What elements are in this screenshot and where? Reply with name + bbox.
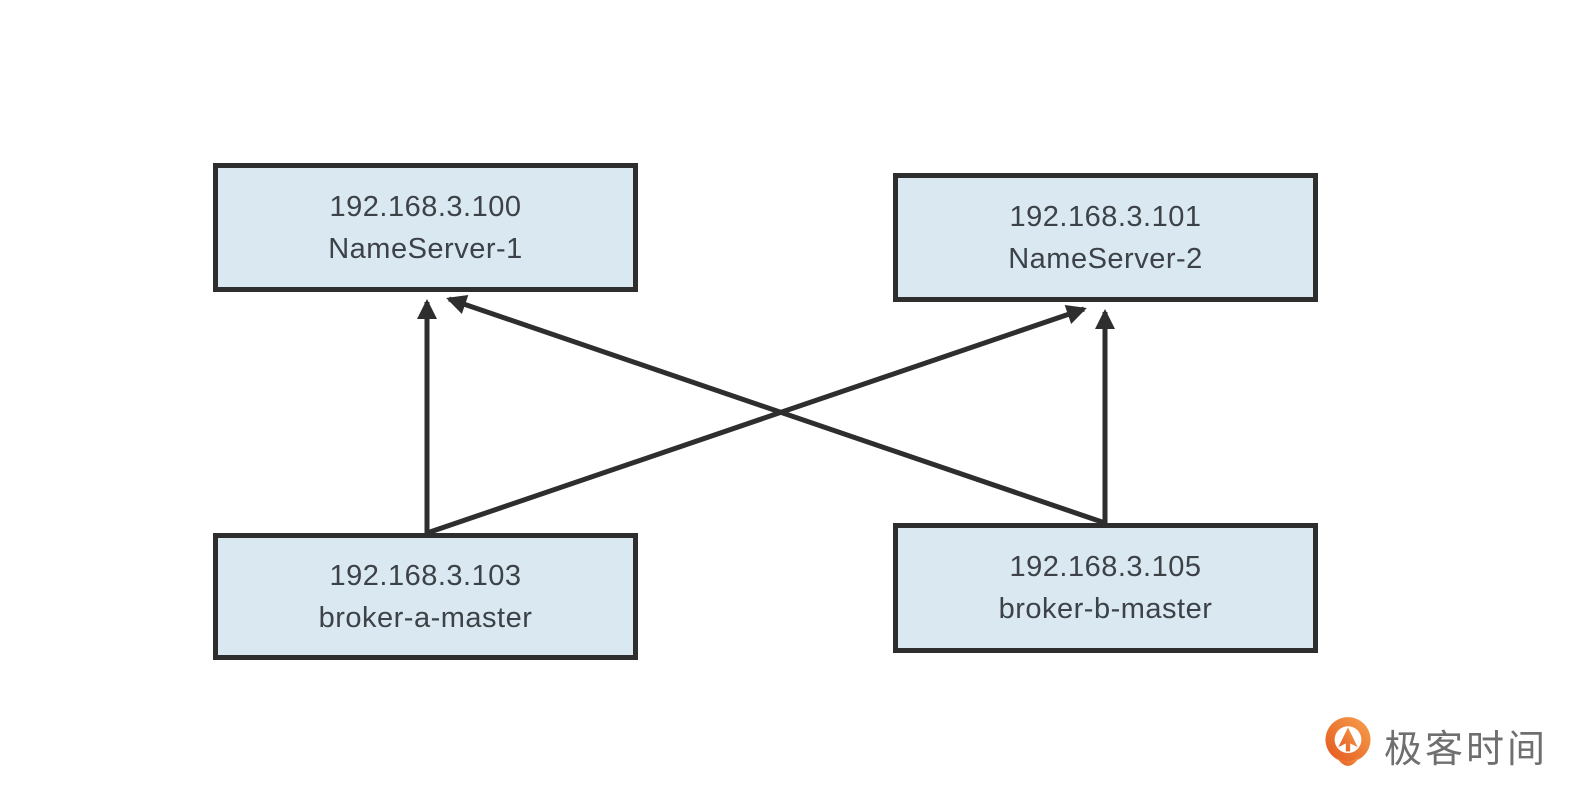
node-broker-a-master: 192.168.3.103 broker-a-master [213, 533, 638, 660]
node-ip: 192.168.3.100 [329, 190, 522, 223]
edge-broker-b-to-ns1 [446, 295, 1106, 526]
node-label: NameServer-1 [328, 232, 523, 265]
node-label: broker-a-master [318, 601, 533, 634]
geektime-logo-text: 极客时间 [1384, 728, 1549, 771]
node-nameserver-1: 192.168.3.100 NameServer-1 [213, 163, 638, 292]
node-ip: 192.168.3.101 [1009, 200, 1202, 233]
node-ip: 192.168.3.103 [329, 559, 522, 592]
node-nameserver-2: 192.168.3.101 NameServer-2 [893, 173, 1318, 302]
geektime-pin-icon [1325, 717, 1371, 766]
node-label: broker-b-master [998, 593, 1213, 625]
node-broker-b-master: 192.168.3.105 broker-b-master [893, 523, 1318, 653]
edge-broker-a-to-ns2 [426, 305, 1087, 536]
node-ip: 192.168.3.105 [1009, 551, 1202, 583]
node-label: NameServer-2 [1008, 242, 1203, 275]
geektime-logo: 极客时间 [1322, 715, 1548, 775]
